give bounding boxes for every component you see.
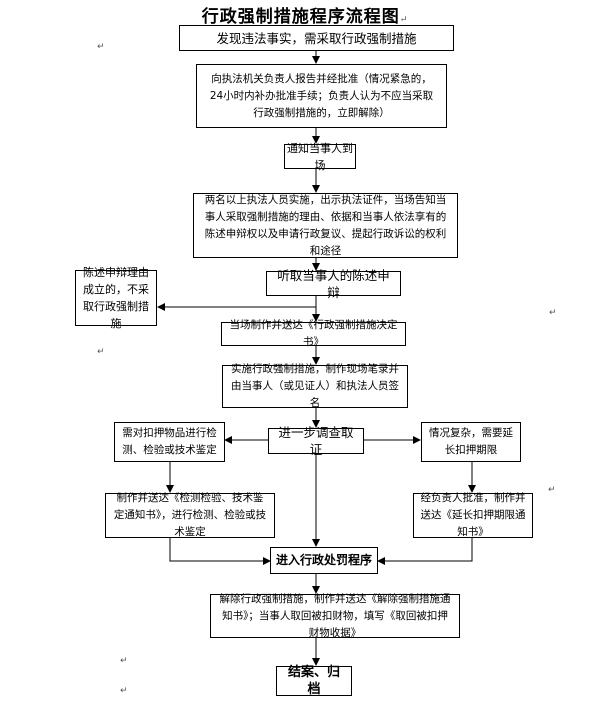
step-investigate: 进一步调查取证: [268, 425, 364, 457]
step-decision: 当场制作并送达《行政强制措施决定书》: [221, 319, 406, 348]
step-notify: 通知当事人到场: [284, 142, 356, 172]
return-mark: ↵: [97, 42, 105, 52]
step-close: 结案、归档: [276, 665, 352, 697]
step-complex: 情况复杂，需要延长扣押期限: [421, 422, 521, 462]
step-test-notice: 制作并送达《检测检验、技术鉴定通知书》，进行检测、检验或技术鉴定: [105, 492, 275, 538]
step-extend-notice: 经负责人批准，制作并送达《延长扣押期限通知书》: [413, 492, 533, 538]
step-penalty: 进入行政处罚程序: [270, 547, 378, 574]
step-release: 解除行政强制措施，制作并送达《解除强制措施通知书》；当事人取回被扣财物，填写《取…: [210, 593, 460, 639]
step-implement: 实施行政强制措施，制作现场笔录并由当事人（或见证人）和执法人员签名: [222, 363, 408, 409]
step-discover: 发现违法事实，需采取行政强制措施: [179, 25, 454, 51]
return-mark: ↵: [548, 485, 556, 495]
step-inform: 两名以上执法人员实施，出示执法证件，当场告知当事人采取强制措施的理由、依据和当事…: [193, 193, 458, 258]
return-mark: ↵: [120, 656, 128, 666]
step-need-test: 需对扣押物品进行检测、检验或技术鉴定: [114, 422, 225, 462]
arrow-test-penalty: [169, 538, 271, 565]
return-mark: ↵: [549, 308, 557, 318]
step-defense-valid: 陈述申辩理由成立的，不采取行政强制措施: [75, 266, 157, 330]
step-report: 向执法机关负责人报告并经批准（情况紧急的，24小时内补办批准手续；负责人认为不应…: [196, 64, 447, 128]
return-mark: ↵: [97, 347, 105, 357]
arrow-extend-penalty: [377, 538, 473, 565]
page-title: 行政强制措施程序流程图↵: [201, 7, 409, 27]
return-mark: ↵: [120, 686, 128, 696]
step-hear: 听取当事人的陈述申辩: [266, 268, 401, 300]
